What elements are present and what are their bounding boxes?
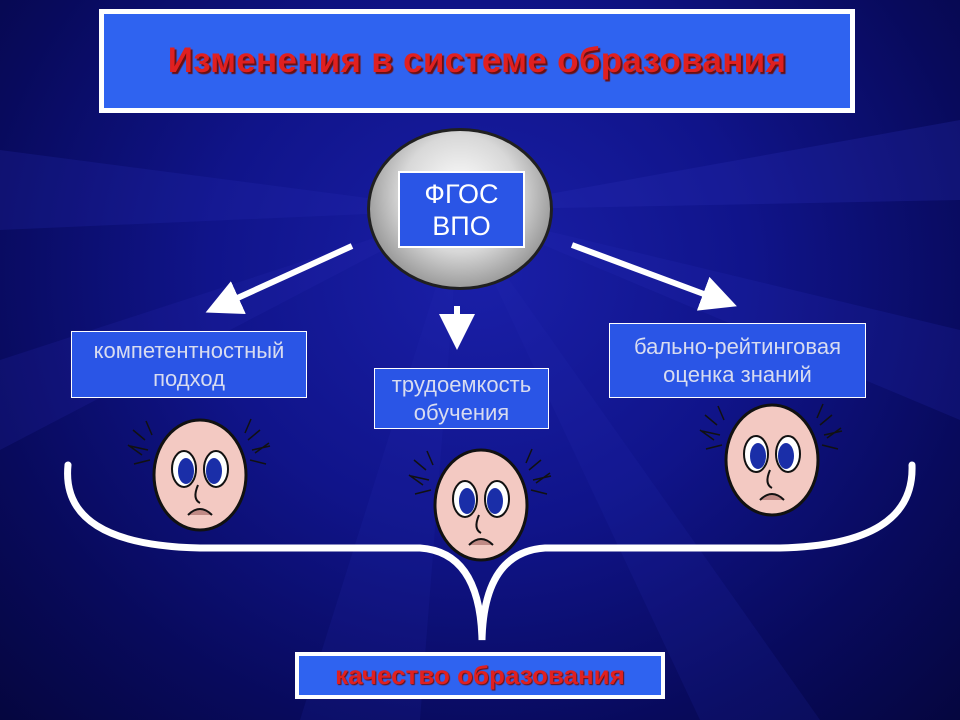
result-node: качество образования [295, 652, 665, 699]
worried-face-icon [127, 418, 271, 532]
result-label: качество образования [335, 660, 625, 690]
arrow-right [570, 242, 737, 311]
center-node-line2: ВПО [432, 210, 491, 241]
worried-face-icon [699, 403, 843, 517]
node-label-line2: оценка знаний [663, 361, 812, 387]
arrow-left [205, 243, 354, 314]
curly-brace [64, 461, 916, 641]
title-banner: Изменения в системе образования [99, 9, 855, 113]
node-label-line2: подход [153, 365, 225, 391]
center-node: ФГОС ВПО [398, 171, 525, 248]
node-label-line1: бально-рейтинговая [634, 333, 841, 359]
node-label-line2: обучения [413, 399, 510, 425]
center-node-line1: ФГОС [424, 178, 499, 209]
node-label-line1: трудоемкость [391, 371, 532, 397]
node-label-line1: компетентностный [93, 337, 285, 363]
node-rating-assessment: бально-рейтинговая оценка знаний [609, 323, 866, 398]
node-competence-approach: компетентностный подход [71, 331, 307, 398]
page-title: Изменения в системе образования [167, 41, 787, 80]
node-labor-intensity: трудоемкость обучения [374, 368, 549, 429]
worried-face-icon [408, 448, 552, 562]
